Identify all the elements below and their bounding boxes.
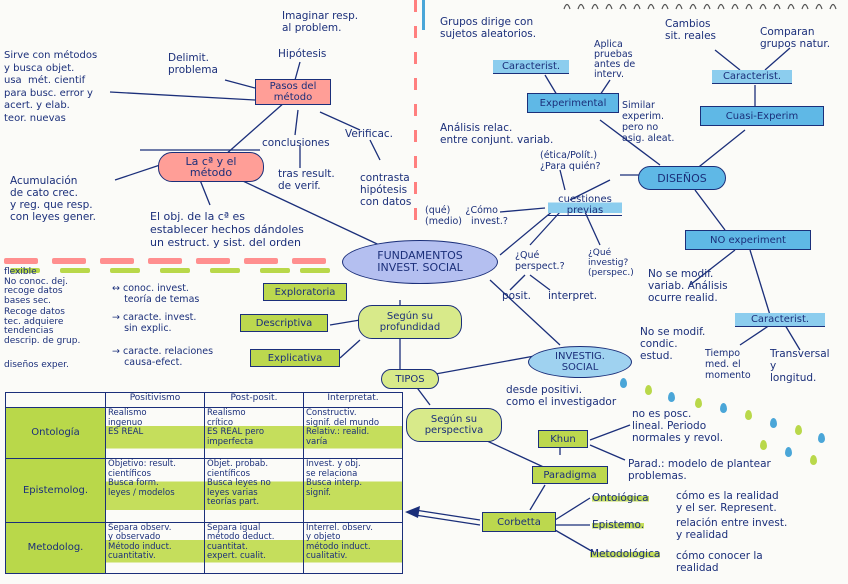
text-etica: (ética/Polít.) ¿Para quién? (540, 150, 601, 172)
text-cambios: Cambios sit. reales (665, 18, 717, 42)
table-cell: Realismo ingenuo ES REAL (105, 406, 205, 460)
table-row-label: Ontología (5, 406, 106, 460)
text-que-investig: ¿Qué investig? (perspec.) (588, 248, 634, 278)
node-paradigma: Paradigma (532, 466, 608, 484)
node-segun-perspectiva: Según su perspectiva (406, 408, 502, 442)
text-transversal: Transversal y longitud. (770, 348, 830, 384)
table-row: Metodolog. Separa observ. y observado Mé… (5, 521, 403, 575)
text-analisis: Análisis relac. entre conjunt. variab. (440, 122, 554, 146)
center-node-fundamentos: FUNDAMENTOS INVEST. SOCIAL (342, 240, 498, 284)
node-exploratoria: Exploratoria (263, 283, 347, 301)
table-header-postpositivismo: Post-posit. (204, 392, 304, 408)
text-parad-modelo: Parad.: modelo de plantear problemas. (628, 458, 771, 482)
text-recoge-datos: Recoge datos tec. adquiere tendencias de… (4, 307, 81, 346)
node-segun-profundidad: Según su profundidad (358, 305, 462, 339)
text-contrasta: contrasta hipótesis con datos (360, 172, 412, 208)
node-caracterist-exp: Caracterist. (493, 60, 569, 74)
table-row: Ontología Realismo ingenuo ES REAL Reali… (5, 406, 403, 460)
text-aplica: Aplica pruebas antes de interv. (594, 39, 636, 80)
node-disenos: DISEÑOS (638, 166, 726, 190)
table-cell: Objet. probab. científicos Busca leyes n… (204, 458, 304, 523)
spiral-binding (563, 3, 837, 10)
text-hipotesis: Hipótesis (278, 48, 327, 60)
table-row: Epistemolog. Objetivo: result. científic… (5, 458, 403, 523)
text-que-como: (qué) ¿Cómo (medio) invest.? (425, 205, 508, 227)
text-desde-positivi: desde positivi. como el investigador (506, 384, 617, 408)
text-delimit: Delimit. problema (168, 52, 218, 76)
text-descriptiva: → caracte. invest. sin explic. (112, 312, 197, 334)
node-descriptiva: Descriptiva (240, 314, 328, 332)
text-comparan: Comparan grupos natur. (760, 26, 831, 50)
node-tipos: TIPOS (381, 369, 439, 389)
node-experimental: Experimental (527, 93, 619, 113)
blue-margin-mark (422, 0, 425, 30)
text-objetivo-ciencia: El obj. de la cª es establecer hechos dá… (150, 210, 304, 249)
node-corbetta: Corbetta (482, 512, 556, 532)
text-exploratoria: ↔ conoc. invest. teoría de temas (112, 283, 200, 305)
table-cell: Separa igual método deduct. cuantitat. e… (204, 521, 304, 575)
highlight-divider (0, 258, 340, 273)
node-explicativa: Explicativa (250, 349, 340, 367)
text-explicativa: → caracte. relaciones causa-efect. (112, 346, 214, 368)
text-onto-desc: cómo es la realidad y el ser. Represent. (676, 490, 779, 514)
node-ciencia-metodo: La cª y el método (158, 152, 264, 182)
table-corner (5, 392, 106, 408)
text-flexible: flexible No conoc. dej. recoge datos bas… (4, 267, 69, 306)
node-pasos-metodo: Pasos del método (255, 79, 331, 105)
table-cell: Invest. y obj. se relaciona Busca interp… (303, 458, 403, 523)
node-cuasi-experimental: Cuasi-Experim (700, 106, 824, 126)
text-no-se-modif: No se modif. variab. Análisis ocurre rea… (648, 268, 728, 304)
text-verificac: Verificac. (345, 128, 393, 140)
text-epistemo: Epistemo. (592, 519, 645, 531)
table-cell: Interrel. observ. y objeto método induct… (303, 521, 403, 575)
node-cuestiones-previas: cuestiones previas (548, 194, 622, 216)
table-row-label: Metodolog. (5, 521, 106, 575)
text-interpret: interpret. (548, 290, 598, 302)
paradigm-table: Positivismo Post-posit. Interpretat. Ont… (5, 392, 403, 575)
text-tiempo: Tiempo med. el momento (705, 348, 751, 381)
text-epis-desc: relación entre invest. y realidad (676, 517, 788, 541)
text-metodologica: Metodológica (590, 548, 661, 560)
text-meto-desc: cómo conocer la realidad (676, 550, 763, 574)
text-acumulacion: Acumulación de cato crec. y reg. que res… (10, 175, 96, 223)
node-caracterist-cuasi: Caracterist. (712, 70, 792, 84)
node-kuhn: Khun (538, 430, 588, 448)
table-cell: Separa observ. y observado Método induct… (105, 521, 205, 575)
text-tras-result: tras result. de verif. (278, 168, 335, 192)
text-similar: Similar experim. pero no asig. aleat. (622, 100, 675, 144)
table-header-positivismo: Positivismo (105, 392, 205, 408)
node-no-experimental: NO experiment (685, 230, 811, 250)
text-que-perspect: ¿Qué perspect.? (515, 250, 565, 272)
text-conclusiones: conclusiones (262, 137, 330, 149)
table-cell: Objetivo: result. científicos Busca form… (105, 458, 205, 523)
table-row-label: Epistemolog. (5, 458, 106, 523)
node-caracterist-no-exp: Caracterist. (735, 313, 825, 327)
text-sirve: Sirve con métodos y busca objet. usa mét… (4, 50, 98, 124)
text-posit: posit. (502, 290, 531, 302)
table-cell: Constructiv. signif. del mundo Relativ.:… (303, 406, 403, 460)
text-ontologica: Ontológica (592, 492, 649, 504)
text-no-es-posc: no es posc. lineal. Periodo normales y r… (632, 408, 724, 444)
node-investig-social: INVESTIG. SOCIAL (528, 346, 632, 378)
text-imaginar: Imaginar resp. al problem. (282, 10, 359, 34)
text-no-se-modif-2: No se modif. condic. estud. (640, 326, 706, 362)
text-disenos-exper: diseños exper. (4, 360, 69, 370)
pink-dashed-divider (414, 0, 417, 250)
table-header-interpretativo: Interpretat. (303, 392, 403, 408)
text-grupos: Grupos dirige con sujetos aleatorios. (440, 16, 537, 40)
table-cell: Realismo crítico ES REAL pero imperfecta (204, 406, 304, 460)
